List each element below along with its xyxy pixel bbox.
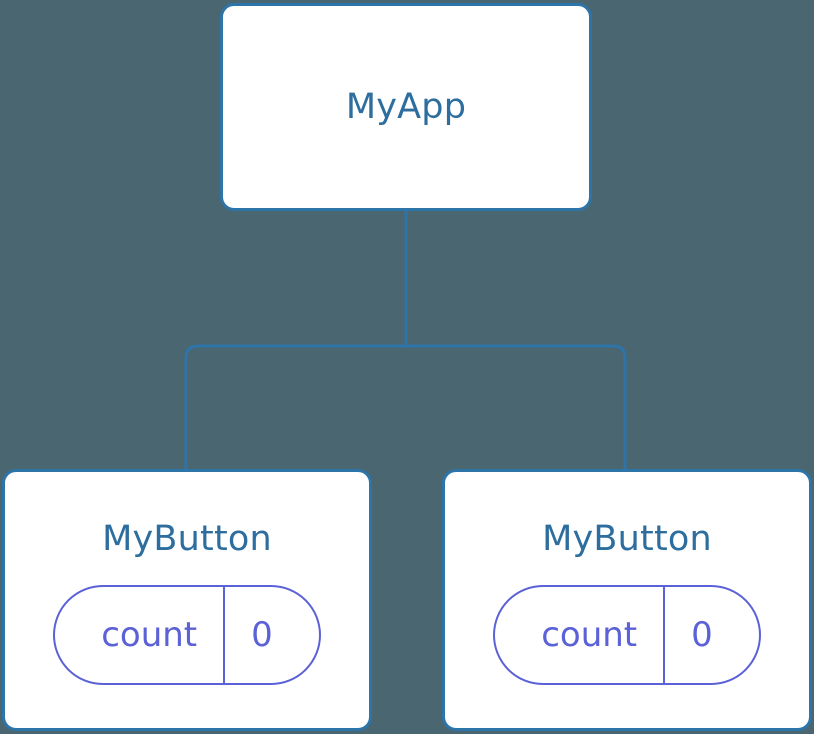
node-myapp-label: MyApp [345,86,467,127]
state-pill-1-key: count [101,615,198,655]
node-mybutton-2[interactable]: MyButton count 0 [442,469,812,731]
node-mybutton-1[interactable]: MyButton count 0 [2,469,372,731]
state-pill-2-divider [663,587,666,683]
state-pill-1-divider [223,587,226,683]
node-mybutton-2-label: MyButton [542,519,712,559]
node-mybutton-1-label: MyButton [102,519,272,559]
state-pill-2[interactable]: count 0 [493,585,761,685]
state-pill-1[interactable]: count 0 [53,585,321,685]
connector-branch-right [406,344,627,470]
node-myapp[interactable]: MyApp [220,3,592,211]
connector-branch-left [184,344,406,470]
state-pill-1-value: 0 [251,615,273,655]
state-pill-2-key: count [541,615,638,655]
state-pill-2-value: 0 [691,615,713,655]
